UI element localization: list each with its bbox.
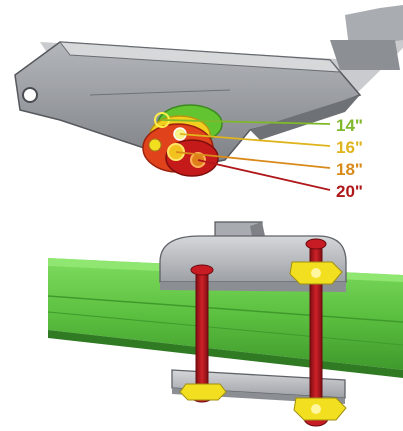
label-16: 16"	[336, 138, 363, 157]
label-14: 14"	[336, 116, 363, 135]
label-20: 20"	[336, 182, 363, 201]
size-labels: 14" 16" 18" 20"	[336, 116, 363, 201]
leader-lines	[161, 119, 331, 191]
bolt-head-right-top	[305, 238, 327, 250]
label-18: 18"	[336, 160, 363, 179]
bolt-head-left-top	[190, 264, 214, 276]
nut-right-bottom	[293, 397, 347, 421]
leader-20	[197, 159, 331, 191]
leader-18	[175, 151, 331, 169]
leader-16	[179, 133, 331, 147]
shackle-positions	[142, 104, 223, 177]
nut-left-bottom	[179, 383, 227, 401]
leader-14	[161, 119, 331, 125]
nut-right-top	[289, 261, 343, 285]
